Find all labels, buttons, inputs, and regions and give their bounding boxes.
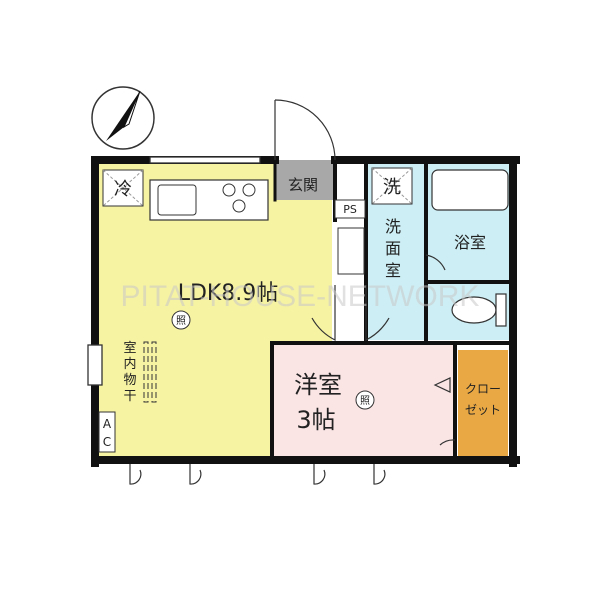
ac-unit: A C	[98, 411, 116, 453]
western-room-size: 3帖	[296, 406, 335, 434]
ldk-light-icon: 照	[171, 310, 191, 330]
entrance-area	[275, 160, 335, 200]
svg-text:C: C	[103, 435, 111, 449]
bottom-door-marks	[129, 464, 386, 485]
western-light-icon: 照	[355, 390, 375, 410]
windows	[87, 156, 261, 386]
washer-icon: 洗	[371, 167, 413, 205]
washroom-label-3: 室	[385, 261, 401, 280]
watermark: PITAT-HOUSE-NETWORK	[121, 280, 480, 313]
entrance-door	[274, 99, 336, 161]
stove-icon	[222, 183, 256, 213]
north-arrow-icon	[91, 86, 155, 150]
washroom-label-2: 面	[385, 239, 401, 258]
svg-text:物: 物	[123, 373, 136, 388]
western-room-label: 洋室	[294, 371, 342, 399]
svg-text:内: 内	[123, 356, 136, 372]
svg-text:照: 照	[360, 395, 370, 407]
entrance-label: 玄関	[288, 176, 318, 194]
fridge-icon: 冷	[102, 169, 144, 207]
svg-text:室: 室	[123, 340, 136, 356]
interior-doors	[311, 254, 456, 446]
closet-label-2: ゼット	[465, 403, 501, 417]
fridge-label: 冷	[114, 179, 132, 200]
indoor-drying: 室 内 物 干	[123, 340, 157, 404]
closet-label-1: クロー	[465, 382, 501, 396]
toilet-icon	[451, 293, 507, 327]
svg-text:照: 照	[176, 315, 186, 327]
pipe-space: PS	[334, 199, 366, 219]
closet-area	[458, 350, 508, 458]
washer-label: 洗	[383, 177, 401, 198]
ldk-label: LDK8.9帖	[178, 281, 279, 306]
bath-label: 浴室	[454, 233, 486, 252]
svg-text:A: A	[103, 417, 112, 431]
kitchen-counter	[149, 179, 269, 221]
bathtub-icon	[431, 169, 509, 211]
sink-icon	[157, 184, 197, 216]
pipe-space-label: PS	[343, 203, 357, 216]
washbasin-icon	[337, 227, 365, 275]
svg-text:干: 干	[123, 389, 136, 404]
washroom-label-1: 洗	[385, 217, 401, 236]
